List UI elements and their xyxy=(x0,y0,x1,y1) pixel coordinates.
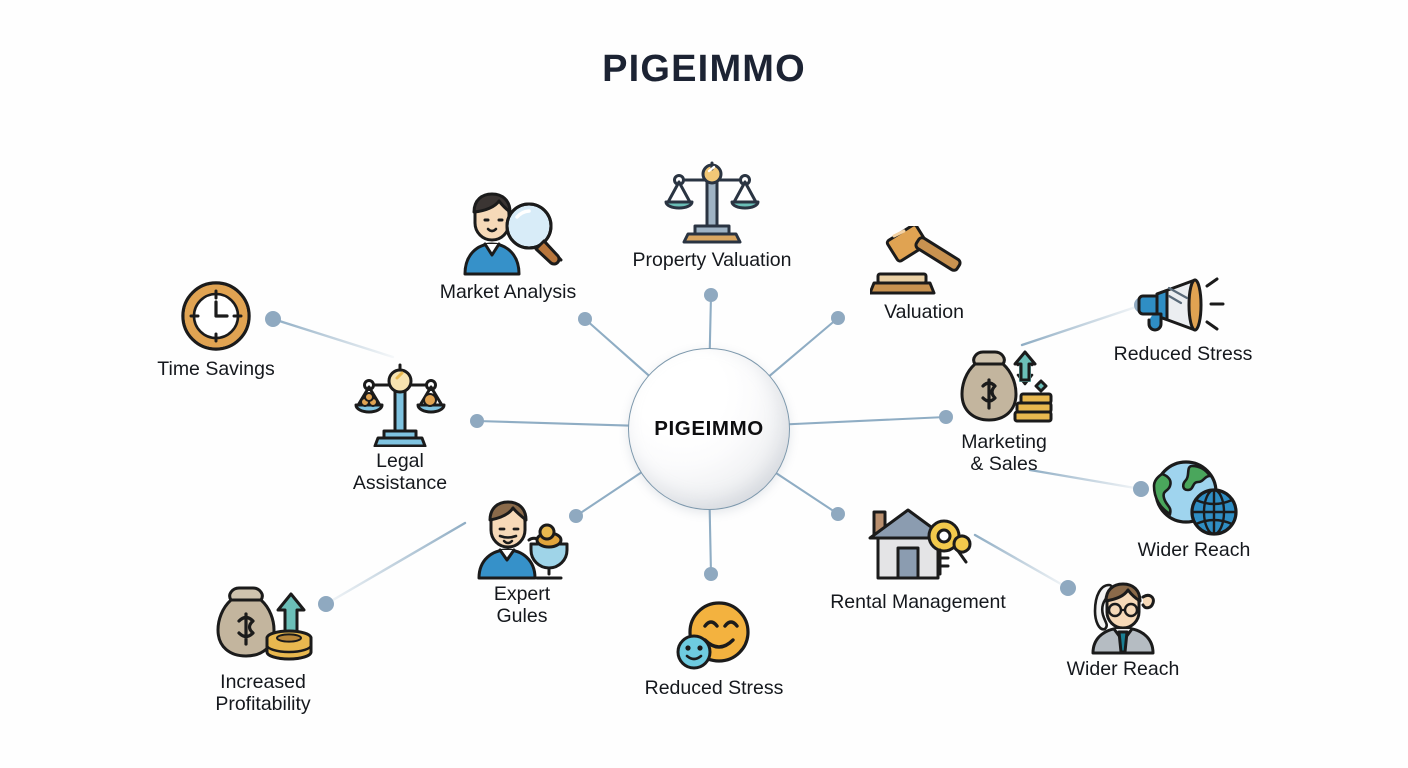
money-bag-coins-icon xyxy=(889,348,1119,428)
gavel-icon xyxy=(809,223,1039,298)
agent-person-icon xyxy=(1008,579,1238,655)
node-label: Market Analysis xyxy=(439,281,577,303)
node-label: Wider Reach xyxy=(1137,539,1251,561)
node-label: Reduced Stress xyxy=(1113,343,1253,365)
balance-scale-icon xyxy=(597,160,827,246)
smiley-face-icon xyxy=(599,600,829,674)
node-time-savings[interactable]: Time Savings xyxy=(101,277,331,381)
node-marketing-sales[interactable]: Marketing & Sales xyxy=(889,348,1119,476)
node-label: Valuation xyxy=(884,301,964,323)
node-market-analysis[interactable]: Market Analysis xyxy=(393,186,623,304)
page-title: PIGEIMMO xyxy=(602,48,806,90)
expert-person-icon xyxy=(407,496,637,580)
node-rental-management[interactable]: Rental Management xyxy=(803,506,1033,614)
node-label: Legal Assistance xyxy=(352,450,448,494)
node-property-valuation[interactable]: Property Valuation xyxy=(597,160,827,272)
node-label: Time Savings xyxy=(157,358,275,380)
node-legal-assistance[interactable]: Legal Assistance xyxy=(285,361,515,495)
profit-bag-icon xyxy=(148,586,378,668)
central-hub[interactable]: PIGEIMMO xyxy=(628,348,790,510)
node-expert-gules[interactable]: Expert Gules xyxy=(407,496,637,628)
spoke-dot-market-analysis xyxy=(578,312,592,326)
person-magnifier-icon xyxy=(393,186,623,278)
node-label: Wider Reach xyxy=(1066,658,1180,680)
node-label: Expert Gules xyxy=(493,583,551,627)
node-reduced-stress-center[interactable]: Reduced Stress xyxy=(599,600,829,700)
house-keys-icon xyxy=(803,506,1033,588)
node-valuation[interactable]: Valuation xyxy=(809,223,1039,324)
clock-icon xyxy=(101,277,331,355)
node-increased-profit[interactable]: Increased Profitability xyxy=(148,586,378,716)
node-reduced-stress-right[interactable]: Reduced Stress xyxy=(1068,274,1298,366)
megaphone-icon xyxy=(1068,274,1298,340)
node-label: Marketing & Sales xyxy=(961,431,1047,475)
node-label: Increased Profitability xyxy=(215,671,311,715)
node-wider-reach-person[interactable]: Wider Reach xyxy=(1008,579,1238,681)
node-wider-reach-globe[interactable]: Wider Reach xyxy=(1079,458,1309,562)
globe-network-icon xyxy=(1079,458,1309,536)
node-label: Property Valuation xyxy=(632,249,792,271)
node-label: Rental Management xyxy=(830,591,1006,613)
node-label: Reduced Stress xyxy=(644,677,784,699)
legal-scale-icon xyxy=(285,361,515,448)
spoke-dot-reduced-stress-center xyxy=(704,567,718,581)
spoke-dot-property-valuation xyxy=(704,288,718,302)
central-hub-label: PIGEIMMO xyxy=(654,417,764,440)
